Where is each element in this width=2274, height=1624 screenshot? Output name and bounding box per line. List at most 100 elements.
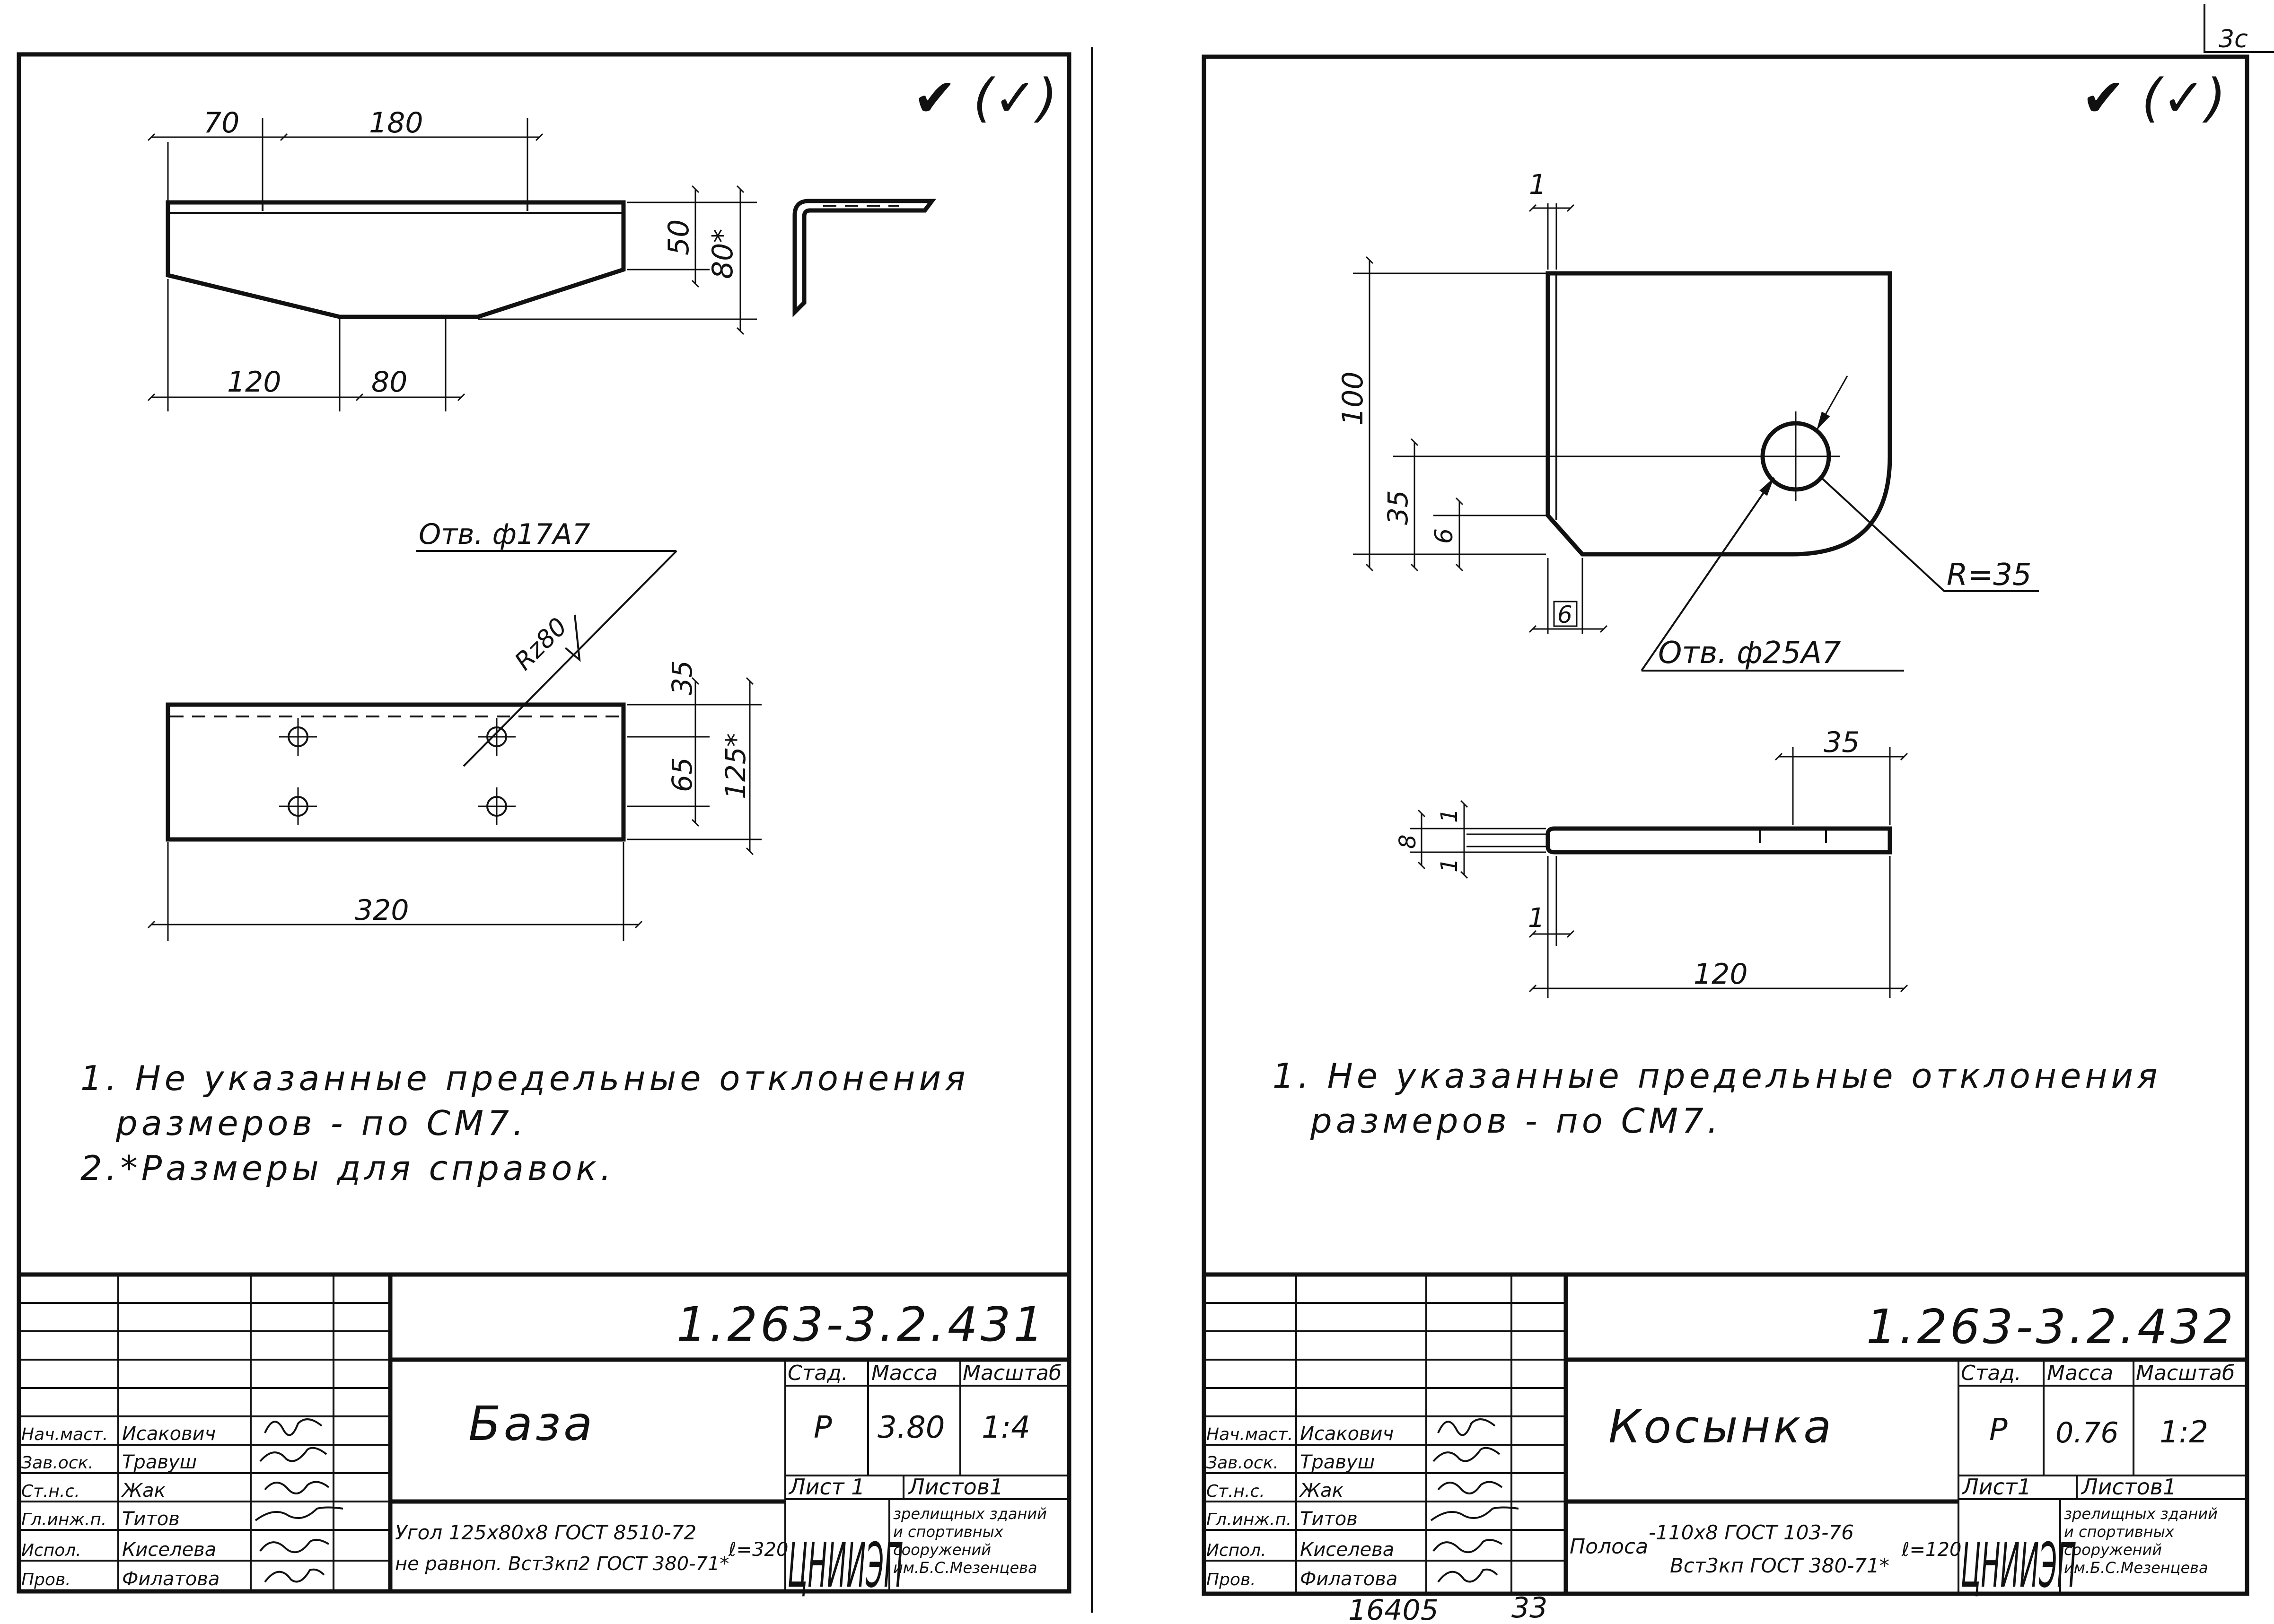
base-front-view: 70 180 50 80* 120 80 <box>147 106 757 411</box>
material-type: Полоса <box>1570 1535 1648 1559</box>
doc-code-left: 1.263-3.2.431 <box>676 1297 1046 1352</box>
signatures-left <box>255 1418 343 1583</box>
note-1-cont: размеров - по СМ7. <box>115 1103 527 1143</box>
dim-50: 50 <box>662 219 695 255</box>
org-line-4: им.Б.С.Мезенцева <box>893 1559 1037 1577</box>
staff-role: Испол. <box>1206 1541 1266 1560</box>
org-line-2: и спортивных <box>2064 1523 2175 1541</box>
notes-left: 1. Не указанные предельные отклонения ра… <box>80 1058 969 1188</box>
org-line-2: и спортивных <box>893 1523 1004 1541</box>
org-logo: ЦНИИЭП <box>788 1529 903 1602</box>
dim-80-ref: 80* <box>706 229 739 279</box>
mass-header: Масса <box>2047 1361 2113 1385</box>
title-block-right: 1.263-3.2.432 Косынка Стад. Масса Масшта… <box>1204 1272 2247 1602</box>
dim-35: 35 <box>666 660 698 695</box>
staff-role: Ст.н.с. <box>21 1482 80 1501</box>
staff-role: Гл.инж.п. <box>1206 1510 1291 1529</box>
archive-number: 16405 <box>1348 1594 1439 1624</box>
roughness-mark: ✔ (✓) <box>2081 68 2226 128</box>
staff-name: Жак <box>121 1480 166 1502</box>
org-line-1: зрелищных зданий <box>893 1505 1047 1523</box>
material-line-2: не равноп. Вст3кп2 ГОСТ 380-71* <box>395 1553 729 1575</box>
staff-role: Зав.оск. <box>1206 1453 1279 1473</box>
staff-role: Ст.н.с. <box>1206 1482 1265 1501</box>
sheet-count: Листов1 <box>907 1474 1003 1500</box>
gusset-front-view: Отв. ф25А7 R=35 1 100 35 6 6 <box>1336 168 2039 672</box>
material-line-2: Вст3кп ГОСТ 380-71* <box>1670 1554 1889 1577</box>
dim-100: 100 <box>1336 371 1370 426</box>
angle-profile <box>792 199 936 317</box>
mass-value: 3.80 <box>878 1410 945 1445</box>
base-plan-view: Отв. ф17А7 Rz80 35 65 125* 320 <box>147 518 762 941</box>
staff-name: Исакович <box>122 1423 216 1445</box>
staff-name: Киселева <box>122 1539 216 1561</box>
staff-role: Пров. <box>21 1570 71 1589</box>
dim-6-vert: 6 <box>1430 528 1458 544</box>
page-number: 33 <box>1511 1591 1547 1624</box>
material-line-1: -110х8 ГОСТ 103-76 <box>1649 1521 1854 1544</box>
dim-6-horiz: 6 <box>1557 601 1572 629</box>
gusset-edge-view: 35 8 1 1 1 120 <box>1395 726 1908 998</box>
stage-value: Р <box>814 1410 832 1445</box>
staff-name: Филатова <box>122 1568 219 1590</box>
note-1-cont: размеров - по СМ7. <box>1310 1101 1722 1141</box>
notes-right: 1. Не указанные предельные отклонения ра… <box>1273 1056 2161 1141</box>
hole-label-17: Отв. ф17А7 <box>419 518 590 551</box>
dim-180: 180 <box>369 106 423 140</box>
dim-1-upper: 1 <box>1436 808 1463 823</box>
note-1: 1. Не указанные предельные отклонения <box>1273 1056 2161 1096</box>
staff-role: Нач.маст. <box>21 1425 108 1444</box>
doc-code-right: 1.263-3.2.432 <box>1866 1299 2236 1354</box>
staff-name: Титов <box>1300 1508 1358 1530</box>
sheet-number: Лист 1 <box>788 1474 865 1500</box>
staff-role: Нач.маст. <box>1206 1425 1293 1444</box>
dim-1-top: 1 <box>1529 168 1546 201</box>
roughness-mark: ✔ (✓) <box>913 68 1057 128</box>
scale-value: 1:2 <box>2160 1415 2208 1450</box>
staff-role: Испол. <box>21 1541 81 1560</box>
staff-name: Филатова <box>1300 1568 1397 1590</box>
sheet-count: Листов1 <box>2081 1474 2177 1500</box>
sheet-left-frame <box>17 52 1071 1594</box>
dim-35-edge: 35 <box>1824 726 1860 759</box>
staff-name: Исакович <box>1300 1423 1394 1445</box>
sheet-right: ✔ (✓) Отв. ф25А7 R=35 1 <box>1202 54 2249 1602</box>
dim-80: 80 <box>371 366 407 399</box>
part-title-kosynka: Косынка <box>1608 1400 1834 1453</box>
staff-list-right: Нач.маст. Исакович Зав.оск. Травуш Ст.н.… <box>1206 1423 1397 1590</box>
dim-35-vert: 35 <box>1382 490 1414 525</box>
dim-65: 65 <box>666 757 698 792</box>
sheet-number: Лист1 <box>1961 1474 2031 1500</box>
sheet-right-frame <box>1202 54 2249 1596</box>
org-line-1: зрелищных зданий <box>2064 1505 2218 1523</box>
corner-mark-text: 3с <box>2219 25 2248 53</box>
material-length: ℓ=320 <box>728 1539 788 1561</box>
stage-header: Стад. <box>1961 1361 2021 1385</box>
material-line-1: Угол 125х80х8 ГОСТ 8510-72 <box>395 1521 696 1544</box>
dim-8: 8 <box>1395 834 1421 849</box>
org-line-3: сооружений <box>893 1541 991 1559</box>
dim-320: 320 <box>355 894 409 927</box>
note-2: 2.*Размеры для справок. <box>80 1148 615 1188</box>
radius-35: R=35 <box>1947 558 2032 593</box>
mass-header: Масса <box>871 1361 938 1385</box>
dim-125-ref: 125* <box>720 733 752 799</box>
staff-name: Жак <box>1299 1480 1343 1502</box>
hole-label-25: Отв. ф25А7 <box>1658 636 1841 671</box>
note-1: 1. Не указанные предельные отклонения <box>80 1058 969 1098</box>
staff-role: Гл.инж.п. <box>21 1510 106 1529</box>
signatures-right <box>1430 1418 1519 1583</box>
dim-1-bottom: 1 <box>1528 903 1545 934</box>
stage-header: Стад. <box>788 1361 848 1385</box>
corner-mark: 3с <box>2204 4 2274 53</box>
scale-header: Масштаб <box>2136 1361 2235 1385</box>
staff-name: Травуш <box>122 1451 197 1473</box>
org-line-3: сооружений <box>2064 1541 2162 1559</box>
scale-header: Масштаб <box>963 1361 1062 1385</box>
staff-name: Киселева <box>1300 1539 1394 1561</box>
org-line-4: им.Б.С.Мезенцева <box>2064 1559 2208 1577</box>
staff-role: Пров. <box>1206 1570 1256 1589</box>
org-logo: ЦНИИЭП <box>1961 1529 2076 1602</box>
staff-list-left: Нач.маст. Исакович Зав.оск. Травуш Ст.н.… <box>21 1423 219 1590</box>
